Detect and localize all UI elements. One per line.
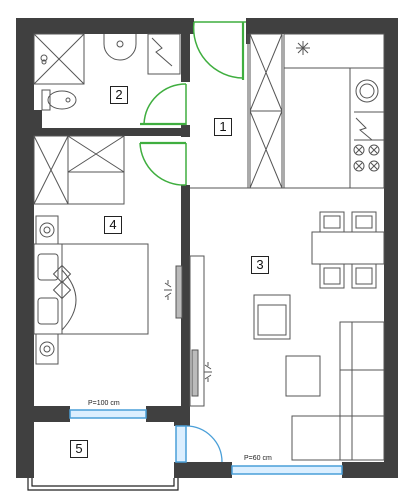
bedroom-furniture bbox=[33, 135, 149, 365]
hall-lines bbox=[190, 34, 384, 189]
window-balcony-door bbox=[175, 425, 187, 463]
dining-set bbox=[311, 211, 385, 289]
hall-wardrobe bbox=[249, 33, 283, 189]
room-label-1: 1 bbox=[214, 118, 232, 136]
window-room4 bbox=[69, 409, 147, 419]
balcony-door-swing bbox=[185, 425, 223, 463]
tv-cabinet bbox=[164, 255, 212, 407]
walls bbox=[16, 18, 398, 478]
window-living bbox=[231, 465, 343, 475]
room-label-4: 4 bbox=[104, 216, 122, 234]
bathroom-fixtures bbox=[33, 33, 181, 111]
kitchen-counter bbox=[283, 33, 385, 189]
balcony-outline bbox=[27, 478, 179, 491]
door-swings bbox=[139, 21, 246, 186]
windows bbox=[69, 409, 343, 475]
room-label-3: 3 bbox=[251, 256, 269, 274]
room-label-2: 2 bbox=[110, 86, 128, 104]
window-label-room4: P=100 cm bbox=[88, 400, 120, 407]
window-label-living: P=60 cm bbox=[244, 455, 272, 462]
living-furniture bbox=[253, 294, 385, 461]
room-label-5: 5 bbox=[70, 440, 88, 458]
